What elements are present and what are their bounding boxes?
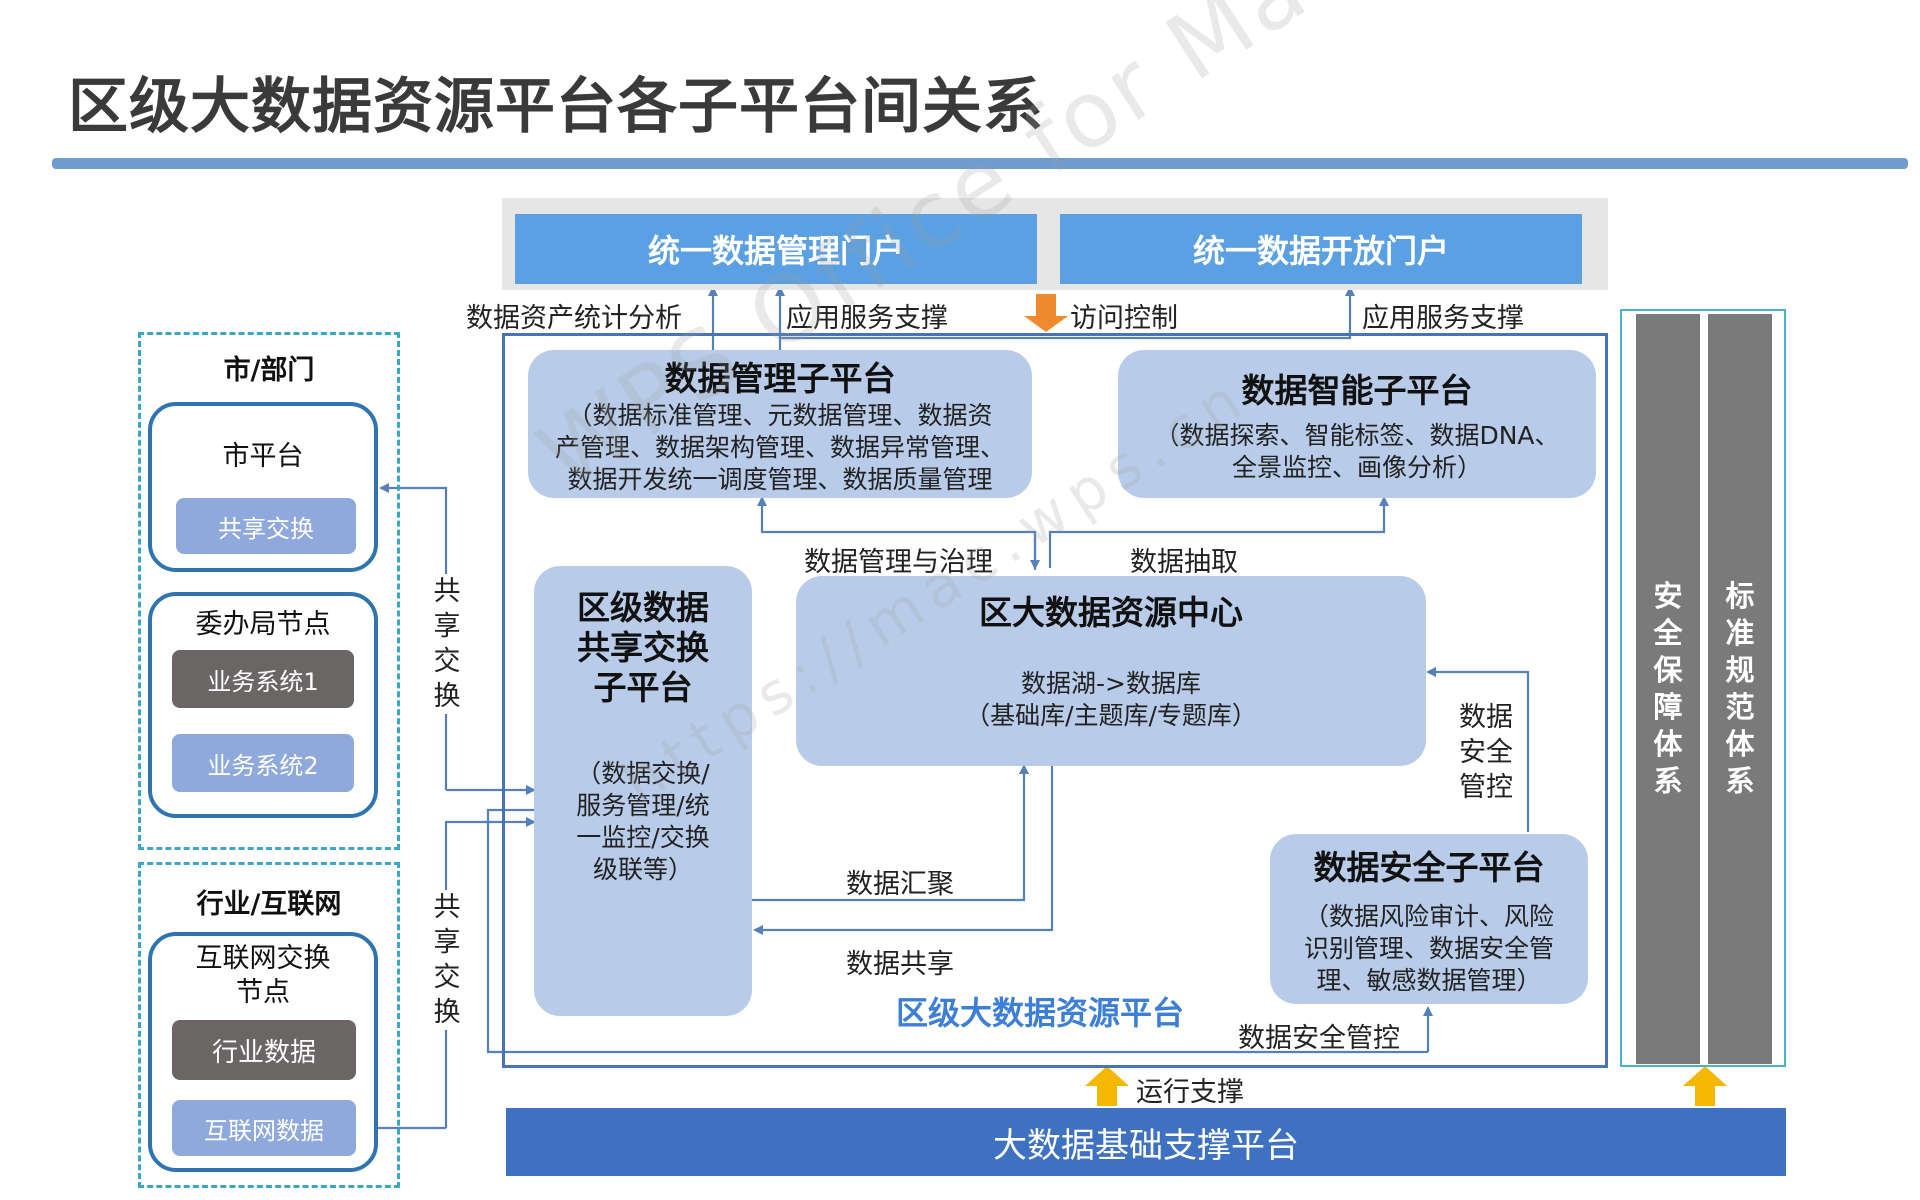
- label-app-support-right: 应用服务支撑: [1362, 303, 1524, 334]
- platform-name: 区级大数据资源平台: [896, 994, 1185, 1032]
- label-governance: 数据管理与治理: [804, 547, 993, 578]
- business-system-1-chip: 业务系统1: [172, 650, 354, 708]
- label-run-support: 运行支撑: [1136, 1077, 1244, 1108]
- arrow-extraction: [1048, 496, 1389, 568]
- label-asset-stats: 数据资产统计分析: [466, 303, 682, 334]
- arrow-sharing: [753, 766, 1054, 935]
- data-security-desc: （数据风险审计、风险 识别管理、数据安全管 理、敏感数据管理）: [1303, 902, 1554, 995]
- bureau-node-title: 委办局节点: [195, 609, 331, 640]
- resource-center: 区大数据资源中心 数据湖->数据库 （基础库/主题库/专题库）: [796, 576, 1426, 766]
- base-platform: 大数据基础支撑平台: [506, 1108, 1786, 1176]
- data-intelligence-subplatform: 数据智能子平台 （数据探索、智能标签、数据DNA、 全景监控、画像分析）: [1118, 350, 1596, 498]
- exchange-subplatform: 区级数据 共享交换 子平台 （数据交换/ 服务管理/统 一监控/交换 级联等）: [534, 566, 752, 1016]
- data-management-title: 数据管理子平台: [664, 359, 896, 398]
- city-department-title: 市/部门: [223, 355, 315, 386]
- label-security-control-bottom: 数据安全管控: [1238, 1023, 1400, 1054]
- internet-exchange-node-title: 互联网交换 节点: [195, 943, 331, 1008]
- management-portal: 统一数据管理门户: [515, 214, 1037, 284]
- arrow-app-support-left: [778, 286, 1355, 352]
- security-assurance-pillar: 安 全 保 障 体 系: [1636, 314, 1700, 1064]
- pillar-support-arrow: [1683, 1066, 1727, 1106]
- label-sharing: 数据共享: [846, 949, 954, 980]
- pillars-frame: [1620, 309, 1786, 1067]
- access-control-arrow: [1024, 294, 1068, 332]
- share-exchange-chip: 共享交换: [176, 498, 356, 554]
- resource-center-title: 区大数据资源中心: [979, 593, 1243, 632]
- industry-internet-title: 行业/互联网: [196, 889, 342, 920]
- arrow-aggregation: [750, 764, 1029, 902]
- business-system-2-chip: 业务系统2: [172, 734, 354, 792]
- title-underline: [52, 158, 1908, 169]
- data-management-subplatform: 数据管理子平台 （数据标准管理、元数据管理、数据资 产管理、数据架构管理、数据异…: [528, 350, 1032, 498]
- label-aggregation: 数据汇聚: [846, 869, 954, 900]
- industry-internet-panel: [138, 862, 400, 1188]
- data-intelligence-desc: （数据探索、智能标签、数据DNA、 全景监控、画像分析）: [1154, 421, 1560, 482]
- label-access-control: 访问控制: [1070, 303, 1178, 334]
- data-security-subplatform: 数据安全子平台 （数据风险审计、风险 识别管理、数据安全管 理、敏感数据管理）: [1270, 834, 1588, 1004]
- data-management-desc: （数据标准管理、元数据管理、数据资 产管理、数据架构管理、数据异常管理、 数据开…: [554, 401, 1005, 494]
- city-department-panel: [138, 332, 400, 850]
- standards-pillar: 标 准 规 范 体 系: [1708, 314, 1772, 1064]
- page-title: 区级大数据资源平台各子平台间关系: [68, 72, 1044, 142]
- industry-data-chip: 行业数据: [172, 1020, 356, 1080]
- line-industry-loop: [486, 808, 1428, 1054]
- label-security-control-side: 数据 安全 管控: [1459, 702, 1513, 803]
- exchange-desc: （数据交换/ 服务管理/统 一监控/交换 级联等）: [576, 759, 710, 884]
- label-extraction: 数据抽取: [1130, 547, 1238, 578]
- label-share-exchange-bottom: 共 享 交 换: [430, 890, 464, 1030]
- label-share-exchange-top: 共 享 交 换: [430, 574, 464, 714]
- data-intelligence-title: 数据智能子平台: [1241, 371, 1473, 410]
- exchange-title: 区级数据 共享交换 子平台: [577, 588, 709, 707]
- arrow-security-control: [1426, 667, 1530, 832]
- data-security-title: 数据安全子平台: [1313, 848, 1545, 887]
- platform-frame: [502, 333, 1608, 1068]
- run-support-arrow: [1085, 1066, 1129, 1106]
- city-platform-title: 市平台: [222, 441, 304, 472]
- open-portal: 统一数据开放门户: [1060, 214, 1582, 284]
- label-app-support-left: 应用服务支撑: [786, 303, 948, 334]
- resource-center-desc: 数据湖->数据库 （基础库/主题库/专题库）: [965, 669, 1257, 730]
- internet-data-chip: 互联网数据: [172, 1100, 356, 1156]
